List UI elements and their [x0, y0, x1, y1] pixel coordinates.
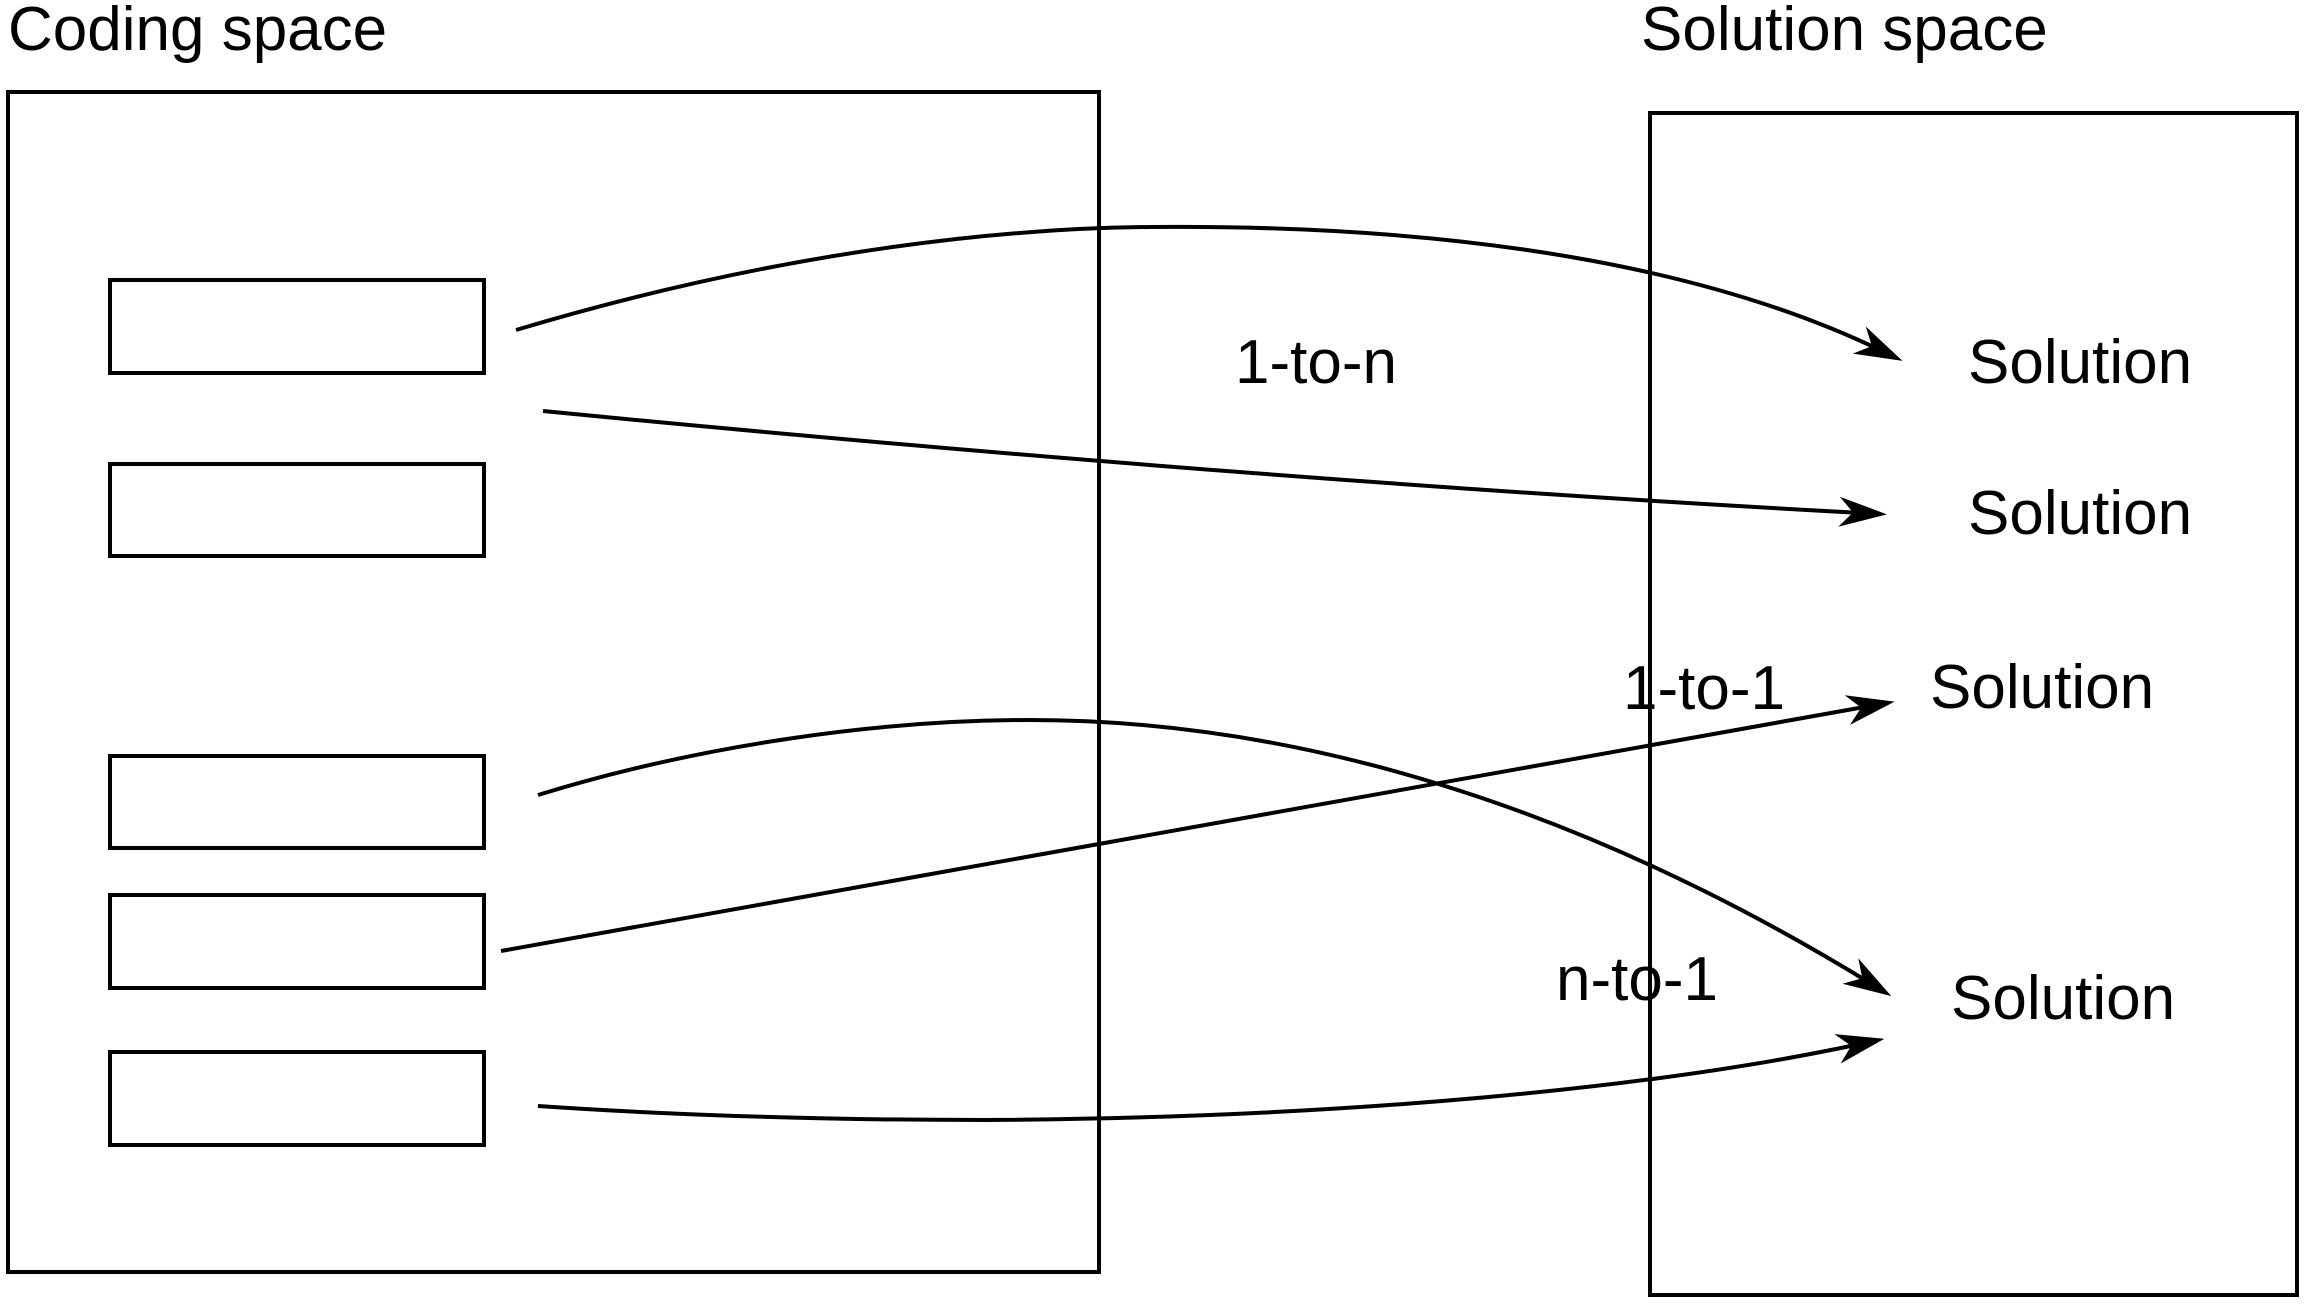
coding-space-title: Coding space	[8, 0, 387, 64]
solution-label: Solution	[1951, 964, 2175, 1033]
mapping-arrow	[537, 1034, 1885, 1123]
code-box	[108, 754, 486, 850]
solution-label: Solution	[1930, 653, 2154, 722]
code-box	[108, 462, 486, 558]
code-box	[108, 278, 486, 375]
mapping-arrow	[500, 695, 1895, 953]
code-box	[108, 1050, 486, 1147]
solution-label: Solution	[1968, 328, 2192, 397]
mapping-label-1-to-1: 1-to-1	[1623, 654, 1785, 723]
mapping-arrow	[542, 409, 1887, 527]
coding-space-box	[6, 90, 1101, 1274]
mapping-label-1-to-n: 1-to-n	[1235, 328, 1397, 397]
code-box	[108, 893, 486, 990]
mapping-arrow	[537, 717, 1892, 997]
solution-label: Solution	[1968, 479, 2192, 548]
mapping-arrow	[515, 224, 1903, 361]
solution-space-box	[1648, 111, 2299, 1297]
solution-space-title: Solution space	[1641, 0, 2048, 64]
mapping-label-n-to-1: n-to-1	[1556, 945, 1718, 1014]
